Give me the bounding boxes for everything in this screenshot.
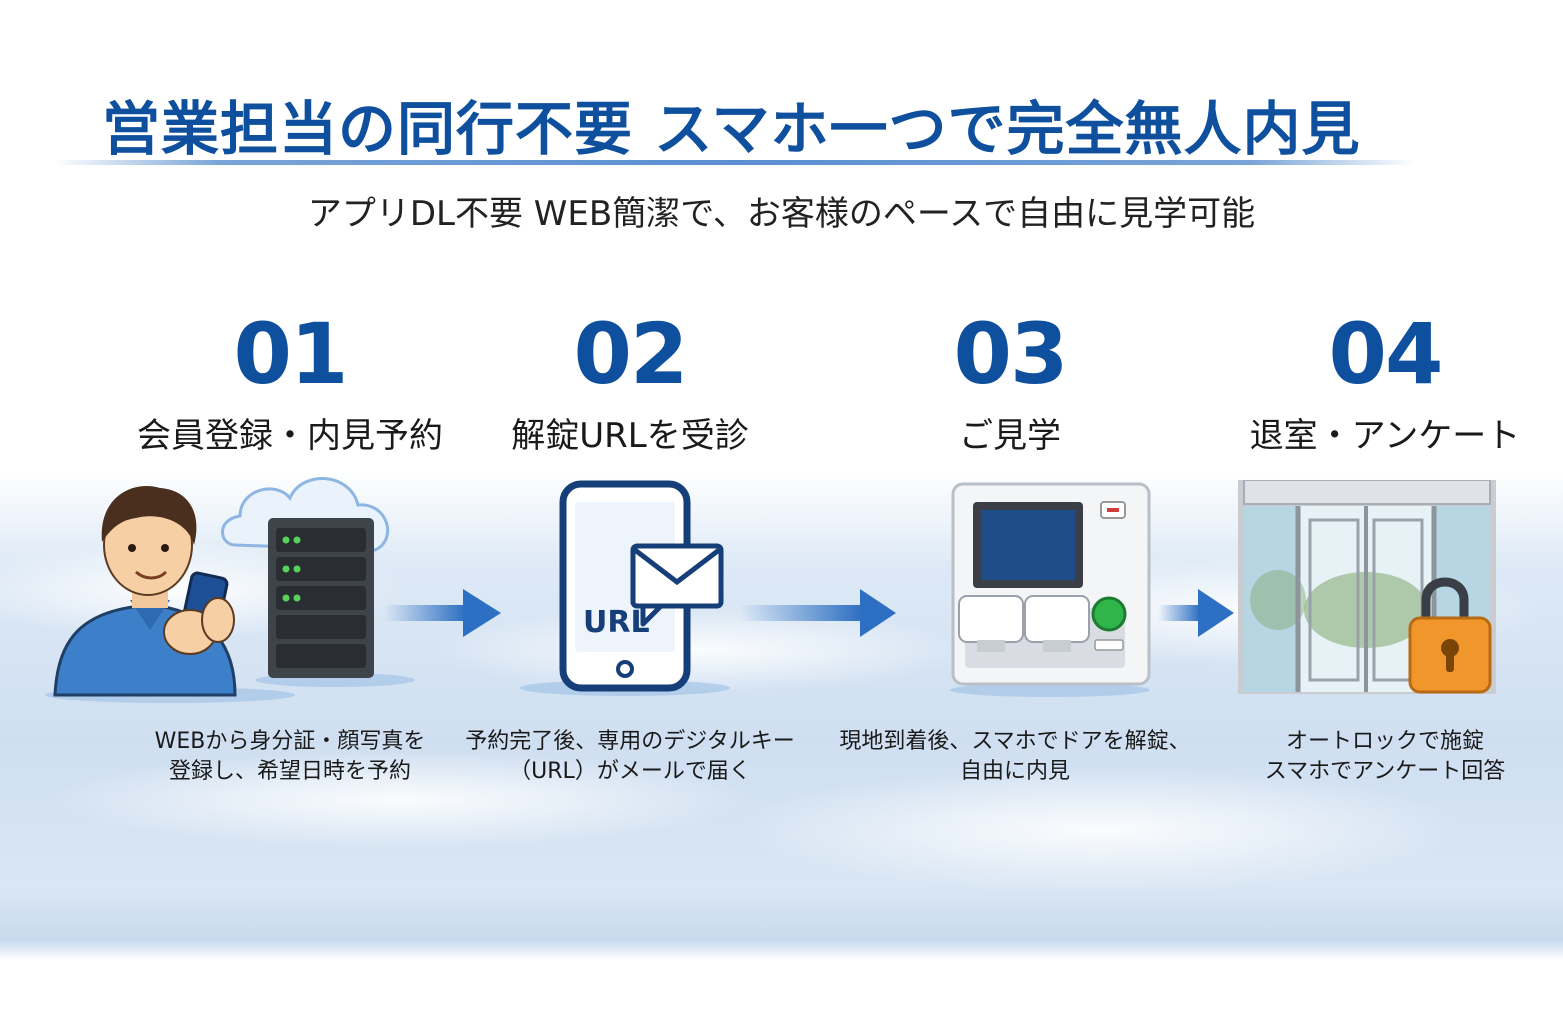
step-4-label: 退室・アンケート xyxy=(1249,416,1521,456)
phone-mail-illustration: URL xyxy=(520,480,730,696)
padlock-icon xyxy=(1408,577,1492,694)
step-3-label: ご見学 xyxy=(959,416,1061,456)
step-2-desc-line-1: 予約完了後、専用のデジタルキー xyxy=(465,729,795,754)
step-3-desc-line-1: 現地到着後、スマホでドアを解錠、 xyxy=(839,729,1191,754)
step-1-header: 01 会員登録・内見予約 xyxy=(120,312,460,457)
step-1-desc-line-1: WEBから身分証・顔写真を xyxy=(154,729,426,754)
mail-icon xyxy=(630,543,724,627)
arrow-right-icon xyxy=(740,589,896,637)
step-4-description: オートロックで施錠 スマホでアンケート回答 xyxy=(1235,727,1535,787)
title-underline xyxy=(55,160,1415,165)
url-text: URL xyxy=(583,605,650,640)
screen-icon xyxy=(981,510,1075,580)
door-lock-panel-illustration xyxy=(950,482,1151,697)
green-button-icon xyxy=(1091,596,1127,632)
step-2-desc-line-2: （URL）がメールで届く xyxy=(509,759,751,784)
step-3-header: 03 ご見学 xyxy=(860,312,1160,457)
arrow-right-icon xyxy=(385,589,501,637)
step-4-number: 04 xyxy=(1328,305,1444,403)
step-1-number: 01 xyxy=(233,305,349,403)
step-2-description: 予約完了後、専用のデジタルキー （URL）がメールで届く xyxy=(450,727,810,787)
page-bottom xyxy=(0,960,1563,1024)
step-1-desc-line-2: 登録し、希望日時を予約 xyxy=(168,759,411,784)
step-2-label: 解錠URLを受診 xyxy=(511,416,749,456)
step-2-header: 02 解錠URLを受診 xyxy=(470,312,790,457)
step-3-description: 現地到着後、スマホでドアを解錠、 自由に内見 xyxy=(825,727,1205,787)
page-title: 営業担当の同行不要 スマホ一つで完全無人内見 xyxy=(102,95,1361,163)
step-1-description: WEBから身分証・顔写真を 登録し、希望日時を予約 xyxy=(110,727,470,787)
step-2-number: 02 xyxy=(573,305,689,403)
arrow-right-icon xyxy=(1158,589,1234,637)
step-3-desc-line-2: 自由に内見 xyxy=(959,759,1070,784)
person-server-illustration xyxy=(45,477,415,703)
auto-door-illustration xyxy=(1238,480,1496,694)
page-subtitle: アプリDL不要 WEB簡潔で、お客様のペースで自由に見学可能 xyxy=(307,194,1256,234)
step-4-header: 04 退室・アンケート xyxy=(1235,312,1535,457)
server-icon xyxy=(268,518,374,678)
person-icon xyxy=(53,485,237,697)
step-3-number: 03 xyxy=(953,305,1069,403)
step-4-desc-line-1: オートロックで施錠 xyxy=(1285,729,1484,754)
step-4-desc-line-2: スマホでアンケート回答 xyxy=(1264,759,1506,784)
step-1-label: 会員登録・内見予約 xyxy=(137,416,443,456)
smart-lock-icon xyxy=(958,595,1090,652)
